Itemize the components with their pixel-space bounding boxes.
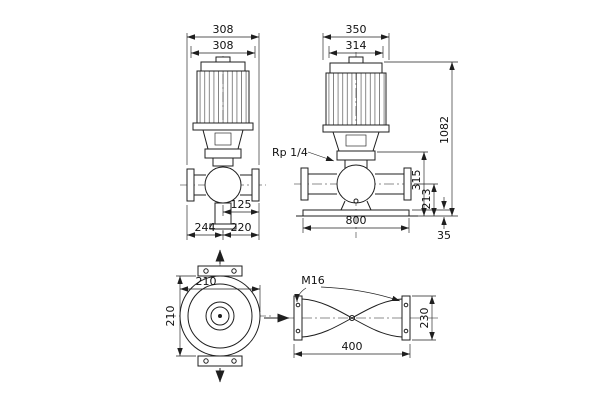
bottom-port-flange — [197, 355, 243, 367]
right-port-flange — [251, 168, 260, 202]
bolt-leader-left — [294, 287, 307, 303]
seal-housing — [212, 157, 234, 167]
motor-body — [196, 70, 250, 124]
left-port-flange — [186, 168, 195, 202]
dim-label-244: 244 — [195, 221, 216, 234]
bolt-hole — [295, 328, 301, 334]
bolt-hole — [403, 302, 409, 308]
port-lines — [194, 174, 252, 196]
dim-label-314: 314 — [346, 39, 367, 52]
pump-head — [204, 148, 242, 159]
motor-flange — [192, 122, 254, 131]
dimension-125: 125 — [222, 198, 260, 240]
dimension-308-outer: 308 — [186, 23, 260, 165]
stem-flange — [209, 223, 237, 230]
coupling-window — [214, 132, 232, 146]
casing-inner-ring — [187, 283, 253, 349]
dim-label-1082: 1082 — [438, 116, 451, 144]
dim-label-125: 125 — [231, 198, 252, 211]
dim-label-210-width: 210 — [196, 275, 217, 288]
top-port-flange — [197, 265, 243, 277]
hub-ring — [205, 301, 235, 331]
drain-plug — [353, 198, 359, 204]
body-center — [349, 315, 355, 321]
dim-label-800: 800 — [346, 214, 367, 227]
side-view: 308 308 125 244 220 — [180, 23, 266, 240]
bolt-size-label: M16 — [301, 274, 325, 287]
dim-label-230: 230 — [418, 308, 431, 329]
dim-label-315: 315 — [410, 170, 423, 191]
motor-body — [325, 72, 387, 126]
dim-label-220: 220 — [231, 221, 252, 234]
motor-flange — [322, 124, 390, 133]
dimension-400: 400 — [293, 340, 411, 358]
body-curve-lower — [301, 298, 403, 338]
suction-flange — [300, 167, 309, 201]
dim-label-35: 35 — [437, 229, 451, 242]
front-view: Rp 1/4 350 314 800 — [272, 23, 458, 242]
dimension-308-inner: 308 — [190, 39, 256, 58]
dim-label-213: 213 — [420, 189, 433, 210]
fan-cover — [200, 61, 246, 72]
support-leg-left — [340, 200, 346, 211]
dimension-244-220: 244 220 — [186, 205, 259, 240]
coupling-window — [345, 134, 367, 147]
bolt-hole — [231, 268, 237, 274]
port-lines — [308, 173, 404, 195]
dim-label-350: 350 — [346, 23, 367, 36]
bolt-hole — [403, 328, 409, 334]
left-flange — [293, 295, 303, 341]
pump-head — [336, 150, 376, 161]
volute-casing — [336, 164, 376, 204]
bolt-hole — [295, 302, 301, 308]
dim-label-400: 400 — [342, 340, 363, 353]
bolt-hole — [203, 358, 209, 364]
discharge-flange — [403, 167, 412, 201]
dim-label-308-outer: 308 — [213, 23, 234, 36]
bolt-leader-right — [320, 286, 401, 302]
fan-cover — [329, 62, 383, 74]
dimension-heights: 1082 315 213 35 — [377, 61, 458, 242]
flange-section-view: M16 400 230 — [264, 274, 438, 358]
lifting-eye — [215, 56, 231, 63]
dimension-230: 230 — [412, 295, 436, 341]
bolt-hole — [231, 358, 237, 364]
dimension-314: 314 — [328, 39, 384, 58]
dimension-350: 350 — [322, 23, 390, 60]
port-thread-label: Rp 1/4 — [272, 146, 308, 159]
right-flange — [401, 295, 411, 341]
shaft-center — [218, 314, 222, 318]
dim-label-308-inner: 308 — [213, 39, 234, 52]
support-leg-right — [366, 200, 372, 211]
top-view: 210 210 — [164, 249, 274, 383]
bolt-hole — [203, 268, 209, 274]
port-leader-line — [307, 151, 335, 162]
dimension-800: 800 — [302, 214, 410, 233]
dim-label-210-depth: 210 — [164, 306, 177, 327]
shaft-ring — [210, 306, 230, 326]
lifting-eye — [348, 56, 364, 64]
dimension-210-width: 210 — [180, 275, 261, 312]
